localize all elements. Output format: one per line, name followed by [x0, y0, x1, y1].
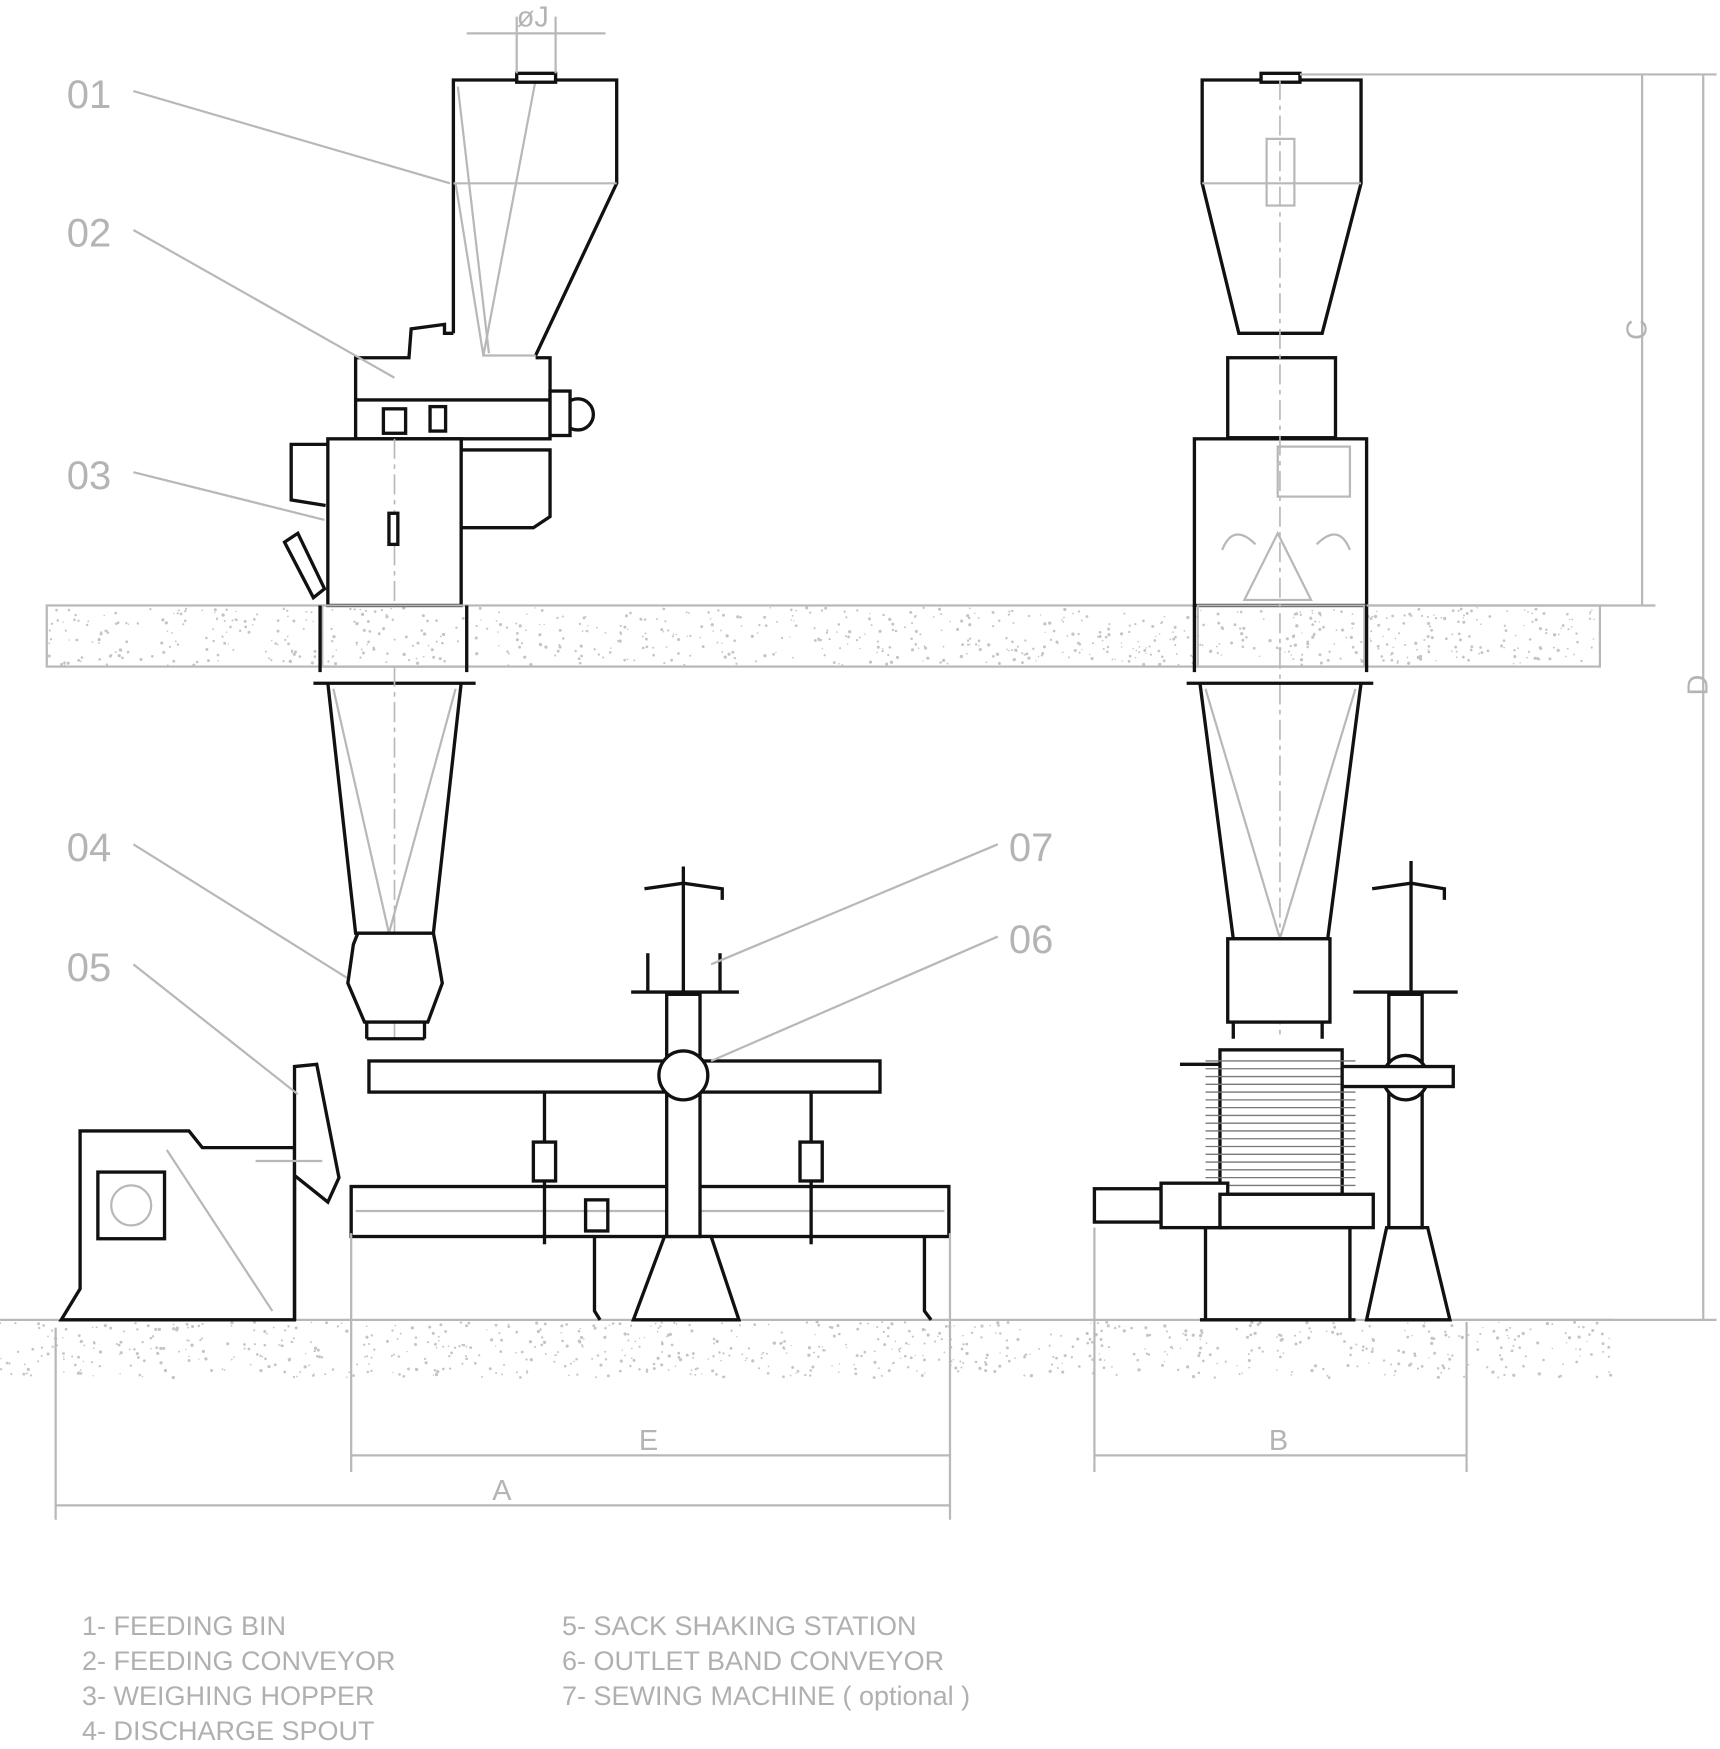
concrete-stipple	[0, 606, 1613, 1380]
dimension-label-c: C	[1622, 319, 1654, 340]
legend-item: 5- SACK SHAKING STATION	[562, 1611, 917, 1641]
sewing-machine-left	[630, 866, 742, 1322]
legend-item: 2- FEEDING CONVEYOR	[82, 1646, 396, 1676]
sack-shaking-station	[58, 1062, 341, 1322]
ceiling-slab	[45, 604, 1602, 668]
callout-02: 02	[67, 212, 111, 256]
legend-right: 5- SACK SHAKING STATION 6- OUTLET BAND C…	[562, 1609, 970, 1714]
legend-item: 6- OUTLET BAND CONVEYOR	[562, 1646, 945, 1676]
callout-06: 06	[1009, 918, 1053, 962]
callout-04: 04	[67, 826, 111, 870]
dimension-label-b: B	[1269, 1425, 1288, 1457]
callout-03: 03	[67, 454, 111, 498]
left-bagging-machine	[282, 71, 619, 1041]
legend-item: 7- SEWING MACHINE ( optional )	[562, 1681, 971, 1711]
legend-item: 3- WEIGHING HOPPER	[82, 1681, 375, 1711]
dimension-label-a: A	[492, 1475, 512, 1507]
right-bagging-machine	[1186, 71, 1374, 1039]
legend-item: 1- FEEDING BIN	[82, 1611, 287, 1641]
outlet-band-conveyor	[349, 1059, 951, 1321]
dimension-label-d: D	[1683, 675, 1715, 696]
dimension-label-j: øJ	[517, 2, 549, 34]
dimension-lines	[54, 16, 1717, 1520]
legend-item: 4- DISCHARGE SPOUT	[82, 1716, 375, 1746]
callout-05: 05	[67, 946, 111, 990]
legend-left: 1- FEEDING BIN 2- FEEDING CONVEYOR 3- WE…	[82, 1609, 396, 1749]
callout-07: 07	[1009, 826, 1053, 870]
callout-leaders	[132, 90, 999, 1096]
right-shaking-sewing-unit	[1092, 861, 1458, 1322]
callout-01: 01	[67, 73, 111, 117]
dimension-label-e: E	[639, 1425, 658, 1457]
